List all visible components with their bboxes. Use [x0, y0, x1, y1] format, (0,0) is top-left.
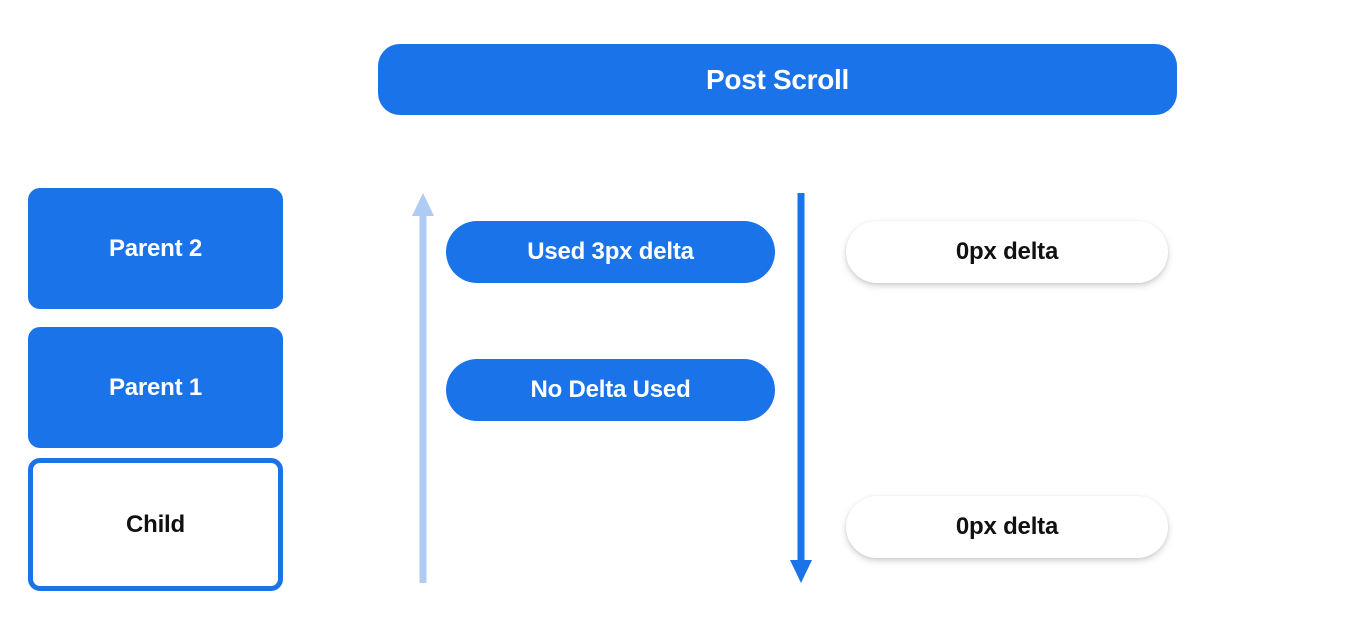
used-delta-pill-label: Used 3px delta: [527, 238, 694, 265]
parent-1-box: Parent 1: [28, 327, 283, 448]
used-delta-pill: Used 3px delta: [446, 221, 775, 283]
zero-delta-pill-top-label: 0px delta: [955, 238, 1059, 265]
child-box-label: Child: [126, 510, 185, 538]
zero-delta-pill-top: 0px delta: [846, 221, 1168, 283]
zero-delta-pill-bottom: 0px delta: [846, 496, 1168, 558]
parent-2-box-label: Parent 2: [108, 234, 203, 262]
no-delta-pill-label: No Delta Used: [530, 376, 691, 403]
child-box: Child: [28, 458, 283, 591]
scroll-down-arrow: [789, 193, 813, 583]
parent-2-box: Parent 2: [28, 188, 283, 309]
no-delta-pill: No Delta Used: [446, 359, 775, 421]
zero-delta-pill-bottom-label: 0px delta: [955, 513, 1059, 540]
scroll-up-arrow: [411, 193, 435, 583]
post-scroll-banner-label: Post Scroll: [706, 63, 849, 95]
stack-gap-2: [28, 448, 283, 458]
parent-1-box-label: Parent 1: [108, 373, 203, 401]
stack-gap-1: [28, 309, 283, 327]
view-hierarchy-stack: Parent 2 Parent 1 Child: [28, 188, 283, 591]
post-scroll-banner: Post Scroll: [378, 44, 1177, 115]
